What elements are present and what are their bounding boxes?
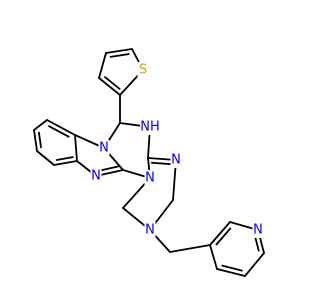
atom-label: N xyxy=(99,141,109,156)
bond-Py5-Py6-inner xyxy=(221,264,243,272)
bond-Th2-Th3-inner xyxy=(104,76,121,90)
bond-Py1-Py2 xyxy=(209,221,231,246)
atom-label: NH xyxy=(140,120,160,135)
atom-label: N xyxy=(253,223,263,238)
atom-N_im: N xyxy=(98,140,110,156)
atom-ThS: S xyxy=(137,62,149,78)
atom-label: N xyxy=(171,153,181,168)
bond-Py6-Py1 xyxy=(209,244,218,270)
bond-C4-C5 xyxy=(33,119,48,131)
bond-C5-C6 xyxy=(33,129,38,152)
atom-NH: NH xyxy=(140,119,160,135)
atom-Py3: N xyxy=(252,222,264,238)
atom-label-bg xyxy=(170,152,182,168)
atom-label-bg xyxy=(140,119,160,135)
atom-label-bg xyxy=(137,62,149,78)
bond-Th4-Th5-inner xyxy=(109,53,130,58)
bond-C3a-C4-inner xyxy=(48,125,70,138)
bond-C6-C7 xyxy=(36,150,55,166)
bond-C7a-C3a xyxy=(74,134,78,162)
atom-N_ring: N xyxy=(170,152,182,168)
atom-label: N xyxy=(91,169,101,184)
atom-label: N xyxy=(145,171,155,186)
bond-C7-C7a xyxy=(53,160,78,166)
bond-Py1-Py2-inner xyxy=(215,227,232,246)
bond-N_eq-C2-inner xyxy=(98,165,119,172)
atom-N_tr: N xyxy=(144,170,156,186)
atom-N_alk: N xyxy=(144,222,156,238)
atom-label: N xyxy=(145,223,155,238)
bond-Py4-Py5 xyxy=(244,252,265,277)
atom-label-bg xyxy=(144,170,156,186)
atom-label: S xyxy=(139,63,147,78)
bond-CH2c-Py1 xyxy=(169,244,211,253)
bond-C3a-C4 xyxy=(46,119,76,136)
bond-Th4-Th5 xyxy=(105,48,133,54)
atom-label-bg xyxy=(90,168,102,184)
atom-label-bg xyxy=(98,140,110,156)
bond-Py5-Py6 xyxy=(216,268,246,277)
atom-label-bg xyxy=(144,222,156,238)
atom-label-bg xyxy=(252,222,264,238)
bond-C5-C6-inner xyxy=(38,131,42,149)
atom-N_eq: N xyxy=(90,168,102,184)
bond-Th3-Th4 xyxy=(98,52,107,79)
bond-C7-C7a-inner xyxy=(55,156,74,161)
bond-Th2-Th3 xyxy=(98,77,121,96)
bond-Cga-N_ring-inner xyxy=(150,161,173,166)
bonds-layer xyxy=(33,48,265,277)
